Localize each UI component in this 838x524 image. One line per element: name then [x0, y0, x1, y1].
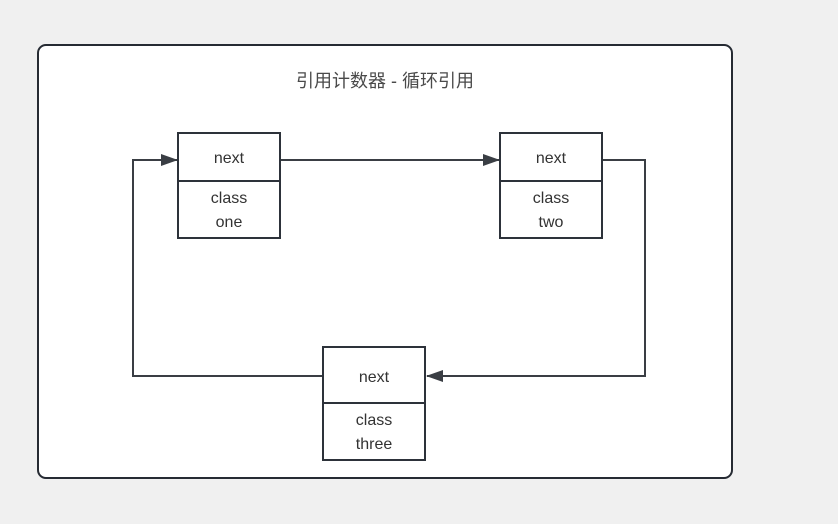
node-class-two-pointer-label: next	[536, 150, 567, 167]
node-class-two-pointer-cell	[499, 132, 603, 182]
node-class-one-class-cell	[177, 180, 281, 239]
node-class-two: next class two	[499, 132, 603, 239]
node-class-one-label-line2: one	[216, 214, 243, 231]
node-class-three: next class three	[322, 346, 426, 461]
node-class-three-pointer-label: next	[359, 369, 390, 386]
edge-three-to-one	[132, 154, 323, 377]
node-class-one: next class one	[177, 132, 281, 239]
node-class-three-label-line2: three	[356, 436, 393, 453]
node-class-two-label-line1: class	[533, 190, 569, 207]
node-class-three-label-line1: class	[356, 412, 392, 429]
node-class-two-class-cell	[499, 180, 603, 239]
edge-two-to-three	[426, 159, 646, 382]
node-class-two-label-line2: two	[539, 214, 564, 231]
node-class-one-pointer-label: next	[214, 150, 245, 167]
node-class-one-label-line1: class	[211, 190, 247, 207]
node-class-three-pointer-cell	[322, 346, 426, 404]
diagram-title: 引用计数器 - 循环引用	[296, 71, 474, 91]
node-class-three-class-cell	[322, 402, 426, 461]
